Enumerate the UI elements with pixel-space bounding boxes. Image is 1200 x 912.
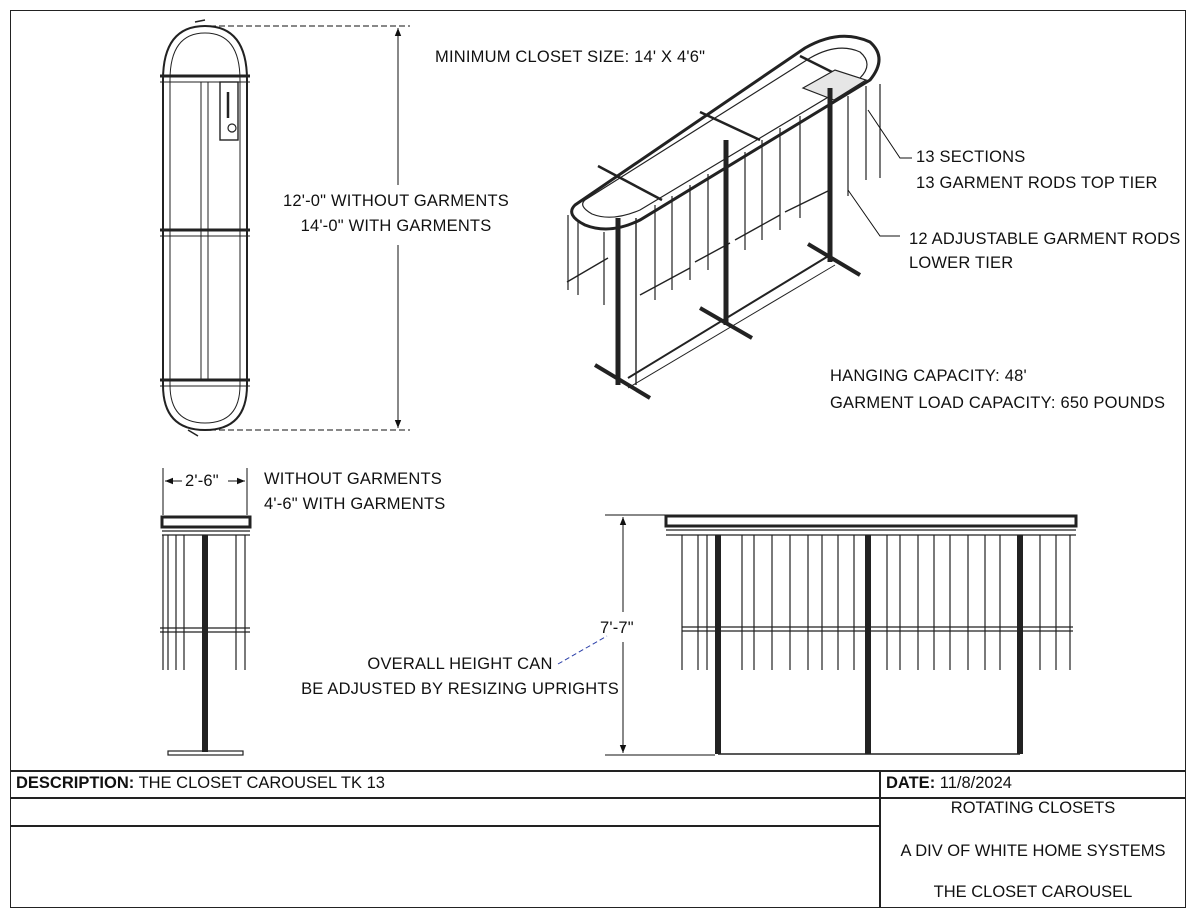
company-line1: ROTATING CLOSETS	[950, 799, 1116, 817]
height-note-line2: BE ADJUSTED BY RESIZING UPRIGHTS	[301, 680, 619, 698]
description-field: DESCRIPTION: THE CLOSET CAROUSEL TK 13	[16, 774, 385, 793]
height-dimension	[605, 514, 715, 756]
width-dimension	[162, 468, 248, 515]
height-note-leader	[557, 635, 608, 665]
company-line3: THE CLOSET CAROUSEL	[933, 883, 1133, 901]
hanging-capacity: HANGING CAPACITY: 48'	[830, 367, 1027, 385]
description-label: DESCRIPTION:	[16, 774, 135, 792]
date-value: 11/8/2024	[939, 774, 1012, 792]
side-view	[160, 515, 252, 756]
date-field: DATE: 11/8/2024	[886, 774, 1012, 793]
min-closet-label: MINIMUM CLOSET SIZE: 14' X 4'6"	[435, 48, 706, 66]
leader-lines	[847, 109, 912, 237]
tb-rule-2	[10, 797, 1186, 799]
length-line2: 14'-0" WITH GARMENTS	[300, 217, 492, 235]
date-label: DATE:	[886, 774, 936, 792]
drawing-frame	[10, 10, 1186, 908]
tb-rule-vertical	[879, 770, 881, 908]
company-line2: A DIV OF WHITE HOME SYSTEMS	[900, 842, 1166, 860]
width-line1: WITHOUT GARMENTS	[264, 470, 442, 488]
description-value: THE CLOSET CAROUSEL TK 13	[138, 774, 385, 792]
adjustable-line2: LOWER TIER	[909, 254, 1014, 272]
sections-line1: 13 SECTIONS	[916, 148, 1026, 166]
width-line2: 4'-6" WITH GARMENTS	[264, 495, 446, 513]
tb-rule-top	[10, 770, 1186, 772]
sections-line2: 13 GARMENT RODS TOP TIER	[916, 174, 1158, 192]
top-view	[160, 19, 250, 437]
height-note-line1: OVERALL HEIGHT CAN	[367, 655, 553, 673]
width-dim-label: 2'-6"	[185, 472, 219, 490]
load-capacity: GARMENT LOAD CAPACITY: 650 POUNDS	[830, 394, 1166, 412]
adjustable-line1: 12 ADJUSTABLE GARMENT RODS	[909, 230, 1181, 248]
isometric-view	[566, 34, 881, 400]
front-view	[664, 514, 1078, 755]
length-dimension	[210, 25, 410, 431]
tb-rule-3	[10, 825, 880, 827]
length-line1: 12'-0" WITHOUT GARMENTS	[283, 192, 509, 210]
height-dim-label: 7'-7"	[600, 619, 634, 637]
